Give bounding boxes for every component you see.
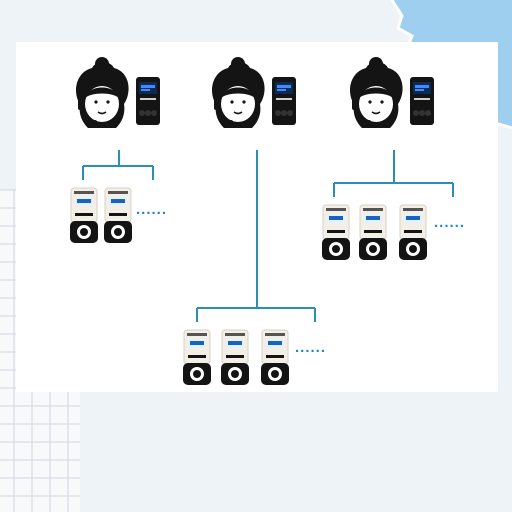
continuation-dots: ...... — [295, 339, 327, 356]
broadcast-diagram — [69, 56, 454, 386]
headset-person-icon — [349, 56, 404, 129]
transmitter-device-icon — [410, 77, 434, 125]
diagram-card: ...... ...... ...... — [16, 42, 498, 392]
transmitter-device-icon — [272, 77, 296, 125]
receiver-device-icon — [358, 204, 388, 261]
headset-person-icon — [75, 56, 130, 129]
receiver-device-icon — [182, 329, 212, 386]
receiver-device-icon — [103, 187, 133, 244]
headset-person-icon — [211, 56, 266, 129]
continuation-dots: ...... — [136, 201, 168, 218]
receiver-device-icon — [69, 187, 99, 244]
continuation-dots: ...... — [434, 214, 466, 231]
transmitter-device-icon — [136, 77, 160, 125]
receiver-device-icon — [321, 204, 351, 261]
receiver-device-icon — [398, 204, 428, 261]
connector-lines — [82, 150, 454, 322]
receiver-device-icon — [220, 329, 250, 386]
receiver-device-icon — [260, 329, 290, 386]
